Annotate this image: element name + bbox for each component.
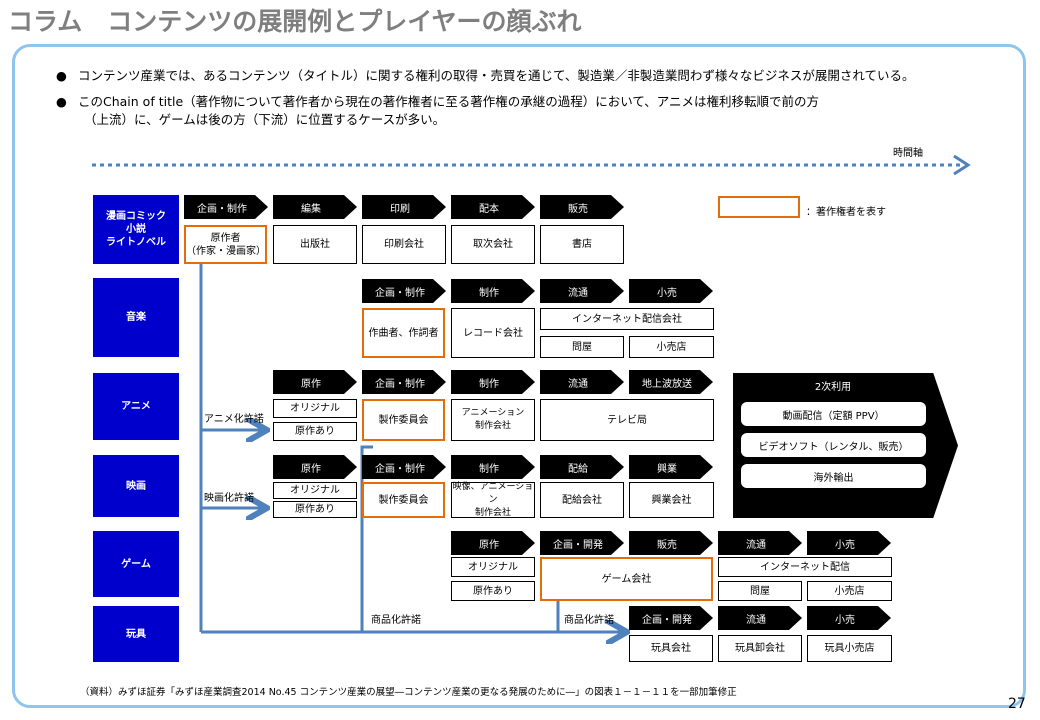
committee-link: [360, 445, 373, 632]
header-anime-prod: 制作: [451, 370, 535, 394]
header-game-dev: 企画・開発: [540, 531, 624, 555]
box-game-net: インターネット配信: [718, 557, 892, 577]
page-number: 27: [1008, 696, 1026, 712]
category-music: 音楽: [93, 278, 179, 357]
film-permit-label: 映画化許諾: [204, 493, 254, 504]
box-toy-retail: 玩具小売店: [807, 635, 892, 662]
header-music-prod: 制作: [451, 279, 535, 303]
header-game-sales: 販売: [629, 531, 713, 555]
legend-text: ：著作権者を表す: [806, 207, 886, 218]
category-game: ゲーム: [93, 531, 179, 597]
toy-permit-label-1: 商品化許諾: [371, 615, 421, 626]
secondary-item-streaming: 動画配信（定額 PPV）: [741, 402, 926, 426]
category-anime: アニメ: [93, 373, 179, 440]
box-composer: 作曲者、作詞者: [362, 308, 445, 358]
header-anime-dist: 流通: [540, 370, 624, 394]
box-record-label: レコード会社: [451, 308, 535, 358]
header-toy-dist: 流通: [718, 606, 802, 630]
header-music-plan: 企画・制作: [362, 279, 446, 303]
box-game-wholesale: 問屋: [718, 581, 802, 601]
category-toy: 玩具: [93, 606, 179, 662]
header-toy-dev: 企画・開発: [629, 606, 713, 630]
bullet-dot: ●: [56, 94, 67, 109]
page-title: コラム コンテンツの展開例とプレイヤーの顔ぶれ: [8, 7, 582, 36]
content-frame: [12, 44, 1026, 708]
header-toy-retail: 小売: [807, 606, 891, 630]
category-film: 映画: [93, 455, 179, 517]
legend-swatch: [718, 196, 800, 218]
box-music-wholesale: 問屋: [540, 336, 624, 358]
header-film-prod: 制作: [451, 455, 535, 479]
category-manga: 漫画コミック 小説 ライトノベル: [93, 195, 179, 264]
header-music-dist: 流通: [540, 279, 624, 303]
header-manga-dist: 配本: [451, 195, 535, 219]
toy-permit-label-2: 商品化許諾: [564, 615, 614, 626]
box-music-net: インターネット配信会社: [540, 308, 714, 330]
header-film-plan: 企画・制作: [362, 455, 446, 479]
secondary-item-video: ビデオソフト（レンタル、販売）: [741, 433, 926, 457]
box-film-distributor: 配給会社: [540, 482, 624, 518]
box-distributor: 取次会社: [451, 225, 535, 264]
header-anime-broadcast: 地上波放送: [629, 370, 713, 394]
timeline-label: 時間軸: [893, 148, 923, 159]
anime-permit-label: アニメ化許諾: [204, 414, 264, 425]
bullet-text: コンテンツ産業では、あるコンテンツ（タイトル）に関する権利の取得・売買を通じて、…: [78, 68, 915, 83]
header-film-orig: 原作: [273, 455, 357, 479]
timeline-arrowhead: [953, 154, 971, 176]
box-anime-original: オリジナル: [273, 399, 357, 418]
box-game-retail: 小売店: [807, 581, 892, 601]
header-music-retail: 小売: [629, 279, 713, 303]
bullet-text: このChain of title（著作物について著作者から現在の著作権者に至る著…: [78, 94, 820, 109]
header-game-dist: 流通: [718, 531, 802, 555]
bullet-text: （上流）に、ゲームは後の方（下流）に位置するケースが多い。: [84, 112, 446, 127]
header-film-show: 興業: [629, 455, 713, 479]
box-game-company: ゲーム会社: [540, 557, 713, 601]
box-game-original: オリジナル: [451, 557, 535, 577]
header-manga-plan: 企画・制作: [184, 195, 268, 219]
box-anime-studio: アニメーション 制作会社: [451, 399, 535, 441]
box-film-exhibitor: 興業会社: [629, 482, 714, 518]
box-film-committee: 製作委員会: [362, 482, 445, 518]
box-anime-based: 原作あり: [273, 422, 357, 441]
box-film-original: オリジナル: [273, 482, 357, 499]
box-original-author: 原作者 （作家・漫画家）: [184, 225, 267, 264]
header-anime-orig: 原作: [273, 370, 357, 394]
bullet-dot: ●: [56, 68, 67, 83]
header-game-orig: 原作: [451, 531, 535, 555]
box-film-studio: 映像、アニメーション 制作会社: [451, 481, 535, 518]
box-film-based: 原作あり: [273, 501, 357, 518]
header-manga-edit: 編集: [273, 195, 357, 219]
secondary-item-export: 海外輸出: [741, 464, 926, 488]
header-film-dist: 配給: [540, 455, 624, 479]
header-game-retail: 小売: [807, 531, 891, 555]
header-anime-plan: 企画・制作: [362, 370, 446, 394]
box-printer: 印刷会社: [362, 225, 446, 264]
secondary-use-title: 2次利用: [814, 382, 852, 393]
header-manga-print: 印刷: [362, 195, 446, 219]
box-anime-committee: 製作委員会: [362, 399, 445, 441]
header-manga-sales: 販売: [540, 195, 624, 219]
box-toy-wholesale: 玩具卸会社: [718, 635, 802, 662]
box-bookstore: 書店: [540, 225, 624, 264]
box-publisher: 出版社: [273, 225, 357, 264]
box-music-retail: 小売店: [629, 336, 714, 358]
box-tv-station: テレビ局: [540, 399, 714, 441]
source-note: （資料）みずほ証券「みずほ産業調査2014 No.45 コンテンツ産業の展望―コ…: [80, 687, 737, 698]
box-game-based: 原作あり: [451, 581, 535, 601]
box-toy-company: 玩具会社: [629, 635, 713, 662]
